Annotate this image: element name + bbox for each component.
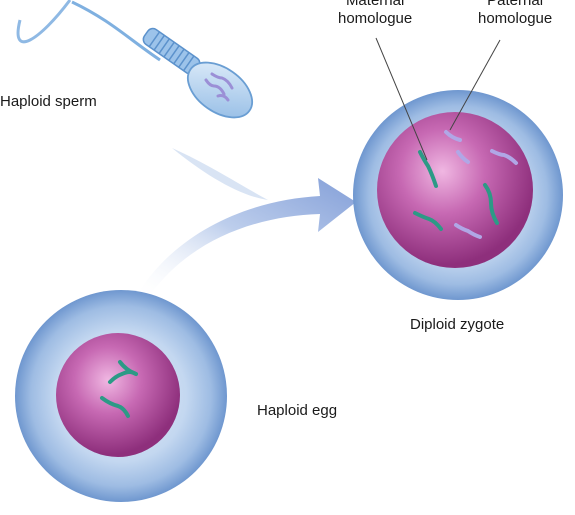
haploid-sperm-illustration: [16, 0, 253, 119]
paternal-leader-line: [449, 39, 501, 131]
paternal-chromosomes: [444, 130, 518, 239]
maternal-leader-line: [375, 37, 428, 161]
haploid-egg-cell: [15, 290, 227, 502]
maternal-chromosomes: [413, 150, 499, 231]
diploid-zygote-cell: [353, 90, 563, 300]
label-leader-lines: [375, 37, 501, 161]
paternal-homologue-label: Paternal homologue: [478, 0, 552, 28]
maternal-homologue-line1: Maternal: [345, 0, 405, 9]
sperm-chromosomes: [204, 72, 234, 102]
haploid-sperm-label: Haploid sperm: [0, 93, 97, 110]
egg-nucleus: [56, 333, 180, 457]
egg-chromosomes: [100, 360, 138, 418]
paternal-homologue-line2: homologue: [478, 10, 553, 27]
zygote-nucleus: [377, 112, 533, 268]
maternal-homologue-label: Maternal homologue: [338, 0, 412, 28]
diploid-zygote-label: Diploid zygote: [410, 316, 505, 333]
fertilization-arrow: [140, 148, 356, 295]
maternal-homologue-line2: homologue: [338, 10, 413, 27]
paternal-homologue-line1: Paternal: [487, 0, 544, 9]
haploid-egg-label: Haploid egg: [257, 402, 338, 419]
